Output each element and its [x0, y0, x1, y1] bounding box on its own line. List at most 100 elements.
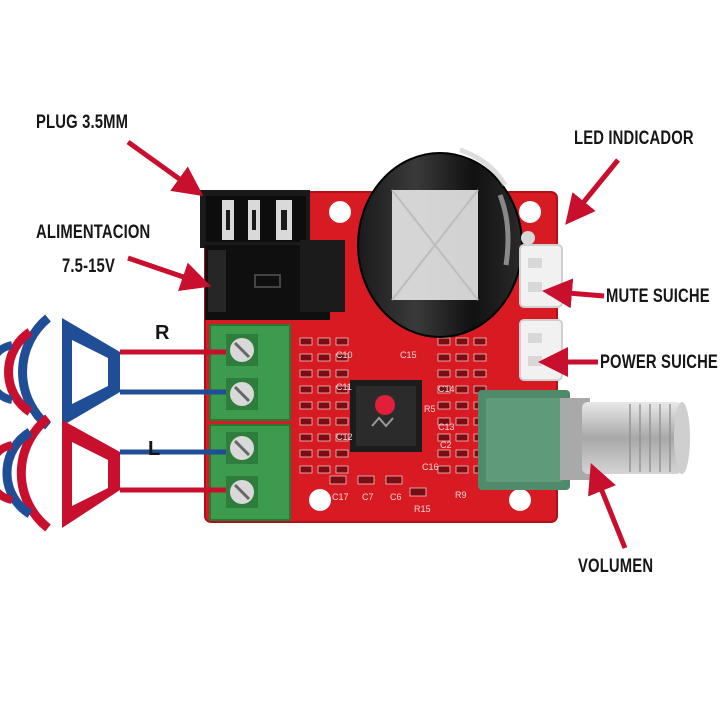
silk-label: R5 [424, 404, 436, 414]
smd-pad [455, 401, 469, 410]
smd-pad [317, 337, 331, 346]
mount-hole [309, 489, 331, 511]
smd-pad [317, 417, 331, 426]
smd-pad [299, 433, 313, 442]
silk-label: C17 [332, 492, 349, 502]
mount-hole [519, 201, 541, 223]
label-power-switch: POWER SUICHE [600, 352, 718, 373]
silk-label: C15 [400, 350, 417, 360]
terminal-block [209, 324, 291, 421]
smd-pad [335, 465, 349, 474]
amplifier-chip [350, 380, 422, 452]
smd-pad [437, 353, 451, 362]
smd-pad [455, 417, 469, 426]
smd-pad [437, 433, 451, 442]
arrow-icon [542, 278, 605, 309]
mount-hole [509, 489, 531, 511]
smd-pad [299, 449, 313, 458]
smd-pad [317, 465, 331, 474]
smd-pad [299, 385, 313, 394]
silk-label: C11 [336, 382, 352, 392]
smd-pad [335, 385, 349, 394]
smd-pad [455, 369, 469, 378]
smd-pad [317, 449, 331, 458]
silk-label: C14 [438, 384, 455, 394]
smd-pad [299, 353, 313, 362]
dc-jack [205, 240, 345, 320]
smd-pad [437, 417, 451, 426]
smd-pad [317, 353, 331, 362]
smd-pad [437, 465, 451, 474]
label-led: LED INDICADOR [574, 128, 694, 149]
silk-label: C6 [390, 492, 402, 502]
smd-pad [299, 465, 313, 474]
capacitor [357, 147, 523, 338]
label-volume: VOLUMEN [578, 556, 654, 577]
speaker-wires [120, 349, 226, 493]
mount-hole [329, 201, 351, 223]
label-right-channel: R [155, 322, 170, 344]
smd-pad [299, 337, 313, 346]
smd-pad [437, 449, 451, 458]
led-indicator [521, 231, 535, 245]
terminal-block [209, 424, 291, 521]
silk-label: C2 [440, 440, 452, 450]
smd-pad [473, 337, 487, 346]
smd-pad [455, 353, 469, 362]
silk-label: C16 [422, 462, 439, 472]
smd-pad [335, 369, 349, 378]
smd-pad [335, 417, 349, 426]
silk-label: C12 [336, 432, 353, 442]
smd-pad [455, 433, 469, 442]
smd-pad [317, 385, 331, 394]
smd-pad [317, 369, 331, 378]
label-mute: MUTE SUICHE [606, 286, 710, 307]
smd-pad [357, 475, 375, 485]
smd-pad [409, 487, 427, 497]
smd-pad [335, 353, 349, 362]
smd-pad [437, 369, 451, 378]
smd-pad [299, 369, 313, 378]
label-left-channel: L [148, 438, 161, 460]
label-plug: PLUG 3.5MM [36, 112, 129, 133]
speaker-icon [0, 314, 120, 430]
smd-pad [317, 401, 331, 410]
connector-headers [519, 231, 563, 381]
pcb-silkscreen: C15 C10 C11 C12 C13 C14 C16 C17 C7 C6 R1… [332, 350, 467, 514]
arrow-icon [126, 139, 204, 197]
smd-pad [473, 369, 487, 378]
smd-pad [317, 433, 331, 442]
arrow-icon [127, 255, 212, 291]
silk-label: C7 [362, 492, 374, 502]
silk-label: C10 [336, 350, 353, 360]
smd-pad [455, 385, 469, 394]
audio-jack [200, 190, 310, 248]
speaker-icon [0, 414, 120, 532]
label-power-voltage: 7.5-15V [62, 256, 116, 277]
smd-pad [335, 337, 349, 346]
smd-pad [437, 385, 451, 394]
smd-pad [437, 401, 451, 410]
smd-pad [299, 401, 313, 410]
smd-pad [335, 449, 349, 458]
smd-pad [437, 337, 451, 346]
callout-arrows [126, 139, 628, 549]
smd-pad [385, 475, 403, 485]
label-power-supply: ALIMENTACION [36, 222, 151, 243]
smd-pad [455, 449, 469, 458]
smd-pad [329, 475, 347, 485]
arrow-icon [565, 158, 620, 225]
silk-label: C13 [438, 422, 455, 432]
smd-pad [335, 433, 349, 442]
potentiometer [478, 390, 690, 490]
silk-label: R15 [414, 504, 431, 514]
smd-pad [455, 337, 469, 346]
silk-label: R9 [455, 490, 467, 500]
smd-pad [455, 465, 469, 474]
smd-pad [335, 401, 349, 410]
arrow-icon [588, 463, 628, 549]
smd-pad [473, 353, 487, 362]
smd-pad [299, 417, 313, 426]
